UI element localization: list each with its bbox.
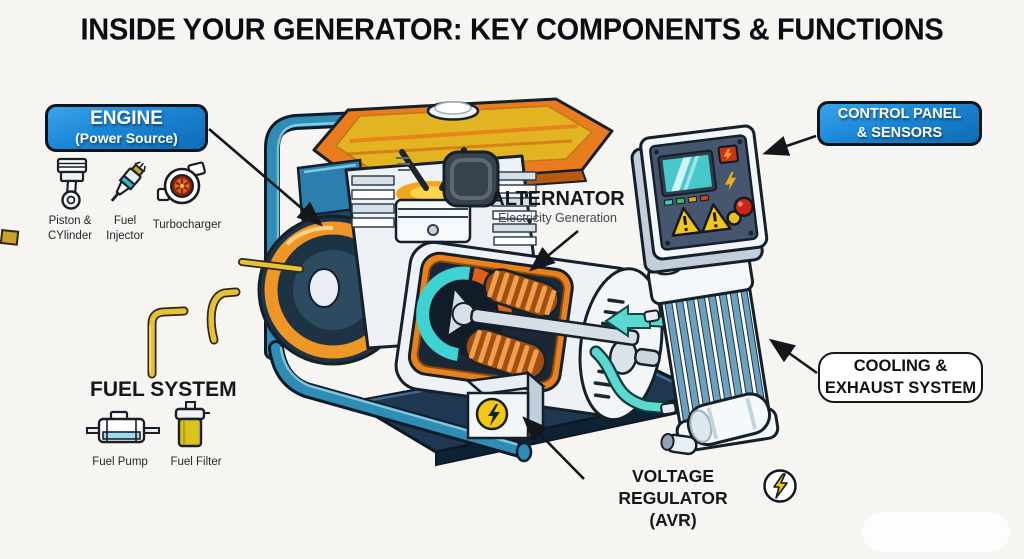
control-panel-arrow bbox=[762, 134, 817, 156]
piston-cylinder-icon bbox=[50, 157, 94, 211]
intake-box bbox=[442, 150, 500, 208]
alternator-label: ALTERNATOR bbox=[490, 188, 625, 210]
turbocharger-icon bbox=[156, 160, 208, 208]
watermark-blob bbox=[862, 512, 1010, 552]
cooling-arrow bbox=[768, 338, 818, 375]
fuel-pump-caption: Fuel Pump bbox=[92, 456, 148, 468]
alternator-sublabel: Electricity Generation bbox=[498, 211, 617, 225]
alternator-shaft bbox=[470, 307, 640, 347]
fuel-system-label: FUEL SYSTEM bbox=[90, 378, 237, 401]
control-panel bbox=[630, 124, 769, 274]
alternator-cutaway bbox=[394, 240, 664, 422]
radiator bbox=[643, 252, 780, 453]
panel-indicator-yellow bbox=[724, 171, 737, 191]
cooling-callout: COOLING & EXHAUST SYSTEM bbox=[818, 352, 983, 403]
cooling-callout-line1: COOLING & bbox=[853, 357, 948, 376]
voltage-regulator-line1: VOLTAGE REGULATOR bbox=[618, 466, 728, 508]
copper-windings-top bbox=[483, 268, 560, 318]
fuel-filter-caption: Fuel Filter bbox=[170, 456, 222, 468]
voltage-regulator-line2: (AVR) bbox=[649, 509, 697, 530]
turbocharger-caption: Turbocharger bbox=[152, 219, 222, 231]
cooling-callout-line2: EXHAUST SYSTEM bbox=[824, 378, 977, 397]
avr-box bbox=[465, 370, 546, 441]
engine-callout-title: ENGINE bbox=[90, 108, 163, 130]
panel-button-red bbox=[733, 196, 755, 218]
fuel-lines bbox=[147, 287, 241, 379]
engine-arrow bbox=[208, 128, 323, 227]
muffler bbox=[660, 392, 771, 456]
panel-warning-triangles bbox=[671, 203, 732, 237]
panel-screen bbox=[657, 149, 718, 198]
alternator-arrow bbox=[528, 229, 579, 272]
engine-callout: ENGINE (Power Source) bbox=[45, 104, 208, 152]
control-panel-callout: CONTROL PANEL & SENSORS bbox=[817, 101, 982, 146]
engine-callout-subtitle: (Power Source) bbox=[75, 130, 178, 147]
piston-cylinder-caption: Piston & CYlinder bbox=[47, 215, 93, 242]
fuel-line-engine bbox=[0, 228, 304, 273]
callout-arrows bbox=[208, 128, 818, 480]
control-panel-callout-line2: & SENSORS bbox=[856, 124, 943, 141]
frame-tube bbox=[264, 104, 510, 360]
fuel-injector-caption: Fuel Injector bbox=[106, 215, 144, 242]
frame-bottom-rail bbox=[268, 340, 533, 463]
panel-buttons-row bbox=[663, 194, 710, 206]
fuel-pump-icon bbox=[85, 407, 161, 451]
cylinder-fins-left bbox=[351, 175, 395, 228]
control-panel-callout-line1: CONTROL PANEL bbox=[837, 105, 962, 122]
fuel-filter-icon bbox=[168, 400, 212, 452]
panel-button-yellow bbox=[726, 210, 742, 226]
voltage-lightning-icon bbox=[762, 468, 798, 504]
avr-arrow bbox=[522, 416, 585, 480]
copper-windings-bottom bbox=[464, 327, 547, 381]
fuel-injector-icon bbox=[103, 158, 149, 210]
page-title: INSIDE YOUR GENERATOR: KEY COMPONENTS & … bbox=[80, 13, 944, 47]
voltage-regulator-label: VOLTAGE REGULATOR (AVR) bbox=[578, 466, 768, 532]
